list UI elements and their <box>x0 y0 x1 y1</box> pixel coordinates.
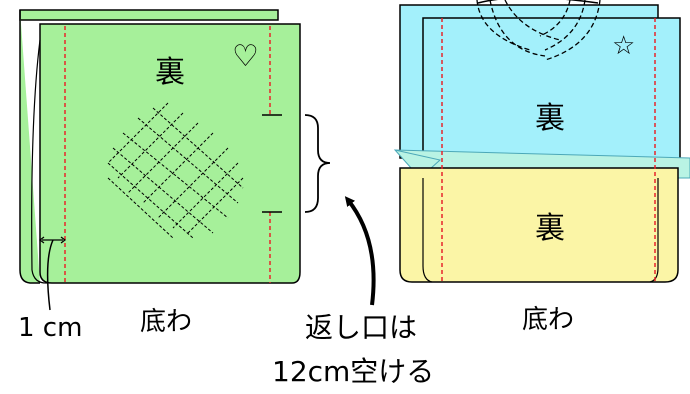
opening-note-line2: 12cm空ける <box>272 355 434 388</box>
left-fabric-panel: 裏 ♡ 1 cm 底わ <box>18 9 331 343</box>
right-lower-label: 裏 <box>535 211 565 246</box>
right-cyan-front-layer <box>422 17 681 167</box>
left-side-label: 裏 <box>155 55 185 90</box>
left-fabric-back-layer <box>19 9 279 21</box>
width-pointer-line <box>46 239 54 311</box>
arc-stitches <box>476 0 601 61</box>
left-fabric-front-layer <box>39 23 301 284</box>
quilting-pattern <box>107 102 244 239</box>
left-bottom-label: 底わ <box>140 307 192 337</box>
right-upper-label: 裏 <box>535 101 565 136</box>
heart-icon: ♡ <box>232 39 259 74</box>
opening-note-line1: 返し口は <box>305 311 417 344</box>
opening-brace <box>304 114 331 213</box>
right-bottom-label: 底わ <box>522 305 574 335</box>
width-label: 1 cm <box>18 313 82 343</box>
star-icon: ☆ <box>612 31 635 61</box>
right-fabric-panel: ☆ 裏 裏 底わ <box>393 0 690 335</box>
right-yellow-layer <box>399 167 679 283</box>
opening-arrow <box>344 196 376 306</box>
